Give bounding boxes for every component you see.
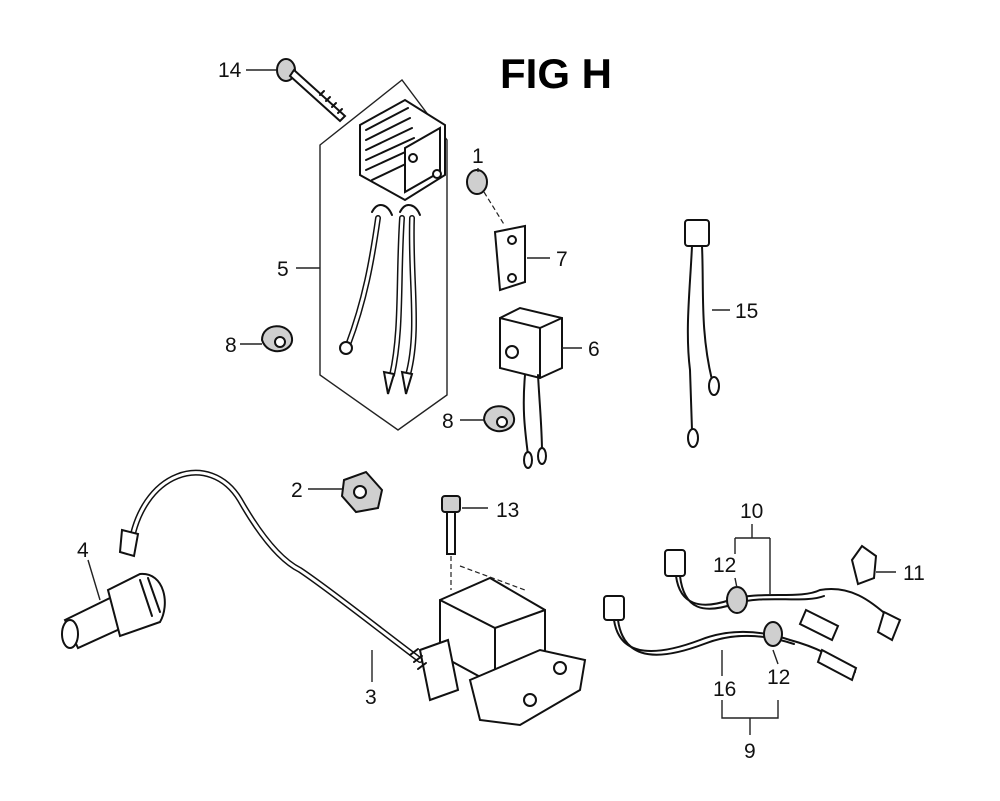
callout-8-upper: 8 (225, 334, 237, 357)
callout-3: 3 (365, 686, 377, 709)
callout-13: 13 (496, 499, 519, 522)
part-15-sub-harness (684, 219, 720, 448)
callout-12-lower: 12 (767, 666, 790, 689)
callout-8-lower: 8 (442, 410, 454, 433)
part-9-main-harness (603, 544, 902, 682)
callout-2: 2 (291, 479, 303, 502)
callout-11: 11 (903, 562, 925, 585)
part-13-bolt (441, 495, 461, 555)
callout-6: 6 (588, 338, 600, 361)
callout-14: 14 (218, 59, 242, 82)
callout-12-upper: 12 (713, 554, 736, 577)
callout-4: 4 (77, 539, 89, 562)
callout-10: 10 (740, 500, 763, 523)
part-6-ignition-unit (499, 306, 563, 469)
part-2-grommet (340, 470, 384, 514)
part-8-grommet-upper (260, 325, 294, 352)
part-1-collar (466, 169, 488, 195)
ignition-coil (409, 576, 587, 727)
callout-16: 16 (713, 678, 736, 701)
leader-lines (87, 69, 896, 735)
part-7-plate (493, 224, 526, 292)
part-4-spark-plug-cap (61, 572, 166, 650)
part-5-regulator-rectifier (319, 79, 448, 431)
part-14-bolt (276, 58, 347, 123)
callout-15: 15 (735, 300, 758, 323)
callout-5: 5 (277, 258, 289, 281)
figure-title: FIG H (500, 50, 612, 97)
callout-9: 9 (744, 740, 756, 763)
callout-labels: 14 1 5 7 6 8 8 15 2 13 4 3 10 12 11 16 1… (77, 59, 925, 763)
callout-1: 1 (472, 145, 484, 168)
callout-7: 7 (556, 248, 568, 271)
part-8-grommet-lower (482, 405, 516, 432)
part-3-high-tension-wire (118, 469, 423, 663)
